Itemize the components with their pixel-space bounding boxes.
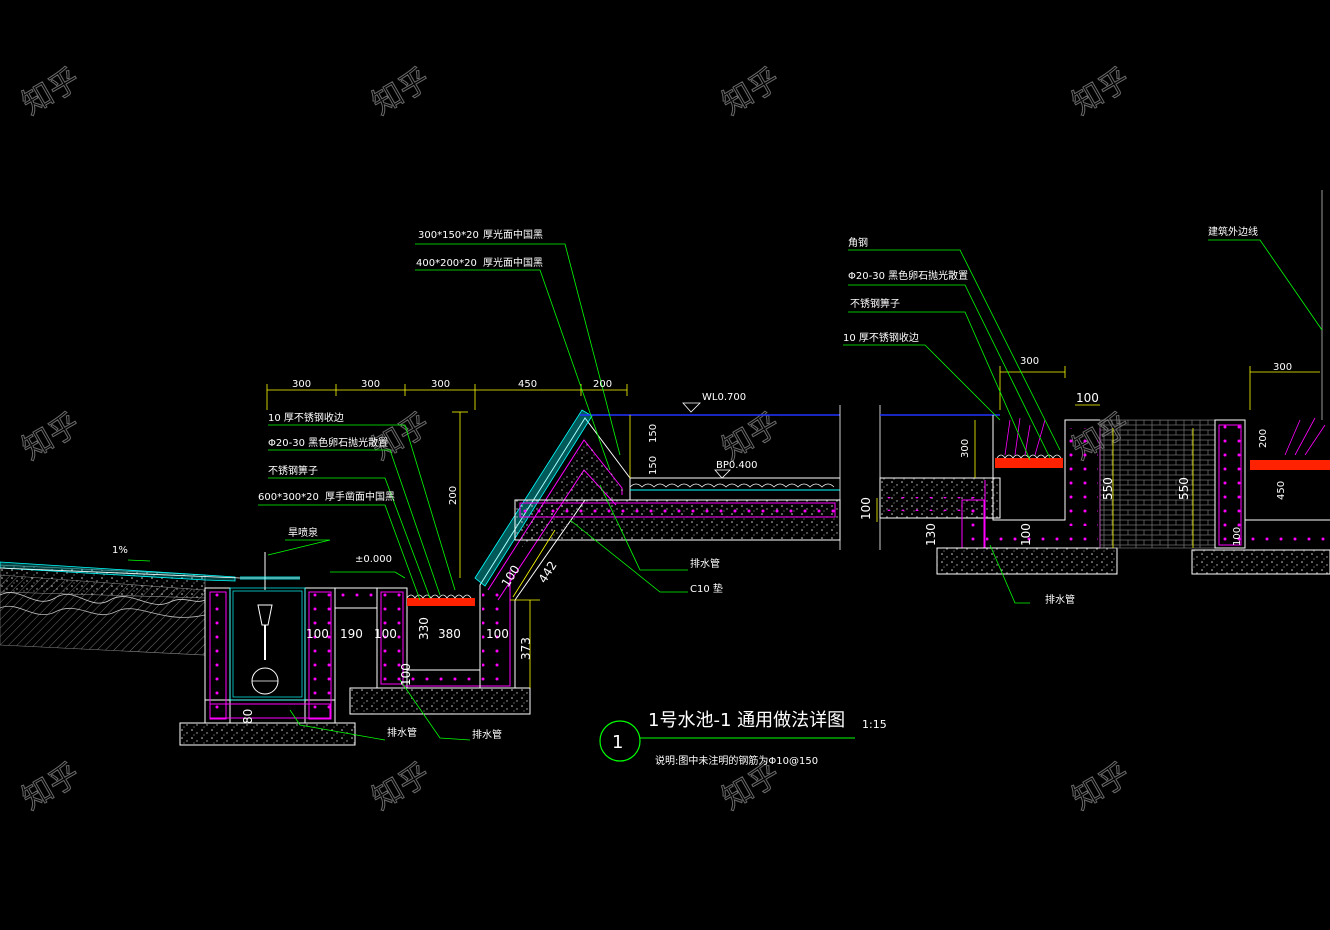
dim-100-c: 100	[486, 627, 509, 641]
watermark: 知乎	[367, 757, 436, 817]
dim-150-b: 150	[648, 456, 659, 475]
dim-100-right-h: 100	[859, 497, 873, 520]
watermark: 知乎	[17, 757, 86, 817]
central-channel	[334, 570, 531, 715]
label-drain-pipe-bottom-mid: 排水管	[472, 728, 502, 741]
watermark: 知乎	[17, 407, 86, 467]
drawing-scale: 1:15	[862, 718, 887, 731]
label-drain-pipe-bottom-left: 排水管	[387, 726, 417, 739]
drawing-title: 1号水池-1 通用做法详图	[648, 710, 845, 731]
dim-450: 450	[518, 379, 537, 390]
watermark: 知乎	[367, 62, 436, 122]
dim-100-right-bottom: 100	[1019, 523, 1033, 546]
drawing-note: 说明:图中未注明的钢筋为Φ10@150	[655, 754, 818, 767]
watermark: 知乎	[717, 62, 786, 122]
label-grate-right: 不锈钢箅子	[850, 297, 900, 310]
label-elevation-zero: ±0.000	[355, 554, 392, 565]
dim-373: 373	[519, 637, 533, 660]
dim-550-a: 550	[1101, 477, 1115, 500]
dim-300-right-vertical: 300	[960, 439, 971, 458]
watermark: 知乎	[367, 407, 436, 467]
watermark: 知乎	[17, 62, 86, 122]
dim-300-c: 300	[431, 379, 450, 390]
label-300x150: 300*150*20	[418, 230, 479, 241]
dim-300-right: 300	[1020, 356, 1039, 367]
label-drain-pipe-mid: 排水管	[690, 557, 720, 570]
dim-100-a: 100	[306, 627, 329, 641]
annotation-labels: 300*150*20 厚光面中国黑 400*200*20 厚光面中国黑 10 厚…	[258, 225, 1258, 741]
dim-200-vertical: 200	[448, 486, 459, 505]
label-pebble-left: Φ20-30 黑色卵石抛光散置	[268, 436, 388, 449]
leader-lines	[258, 239, 1323, 741]
dim-300-far-right: 300	[1273, 362, 1292, 373]
dim-100-b: 100	[374, 627, 397, 641]
detail-number-circle	[599, 720, 641, 762]
dim-100-far-right: 100	[1232, 527, 1243, 546]
slope-label: 1%	[112, 545, 128, 556]
fountain-pit	[179, 552, 356, 746]
label-pebble-right: Φ20-30 黑色卵石抛光散置	[848, 269, 968, 282]
dim-150-a: 150	[648, 424, 659, 443]
dim-450-far-right: 450	[1276, 481, 1287, 500]
dim-330: 330	[417, 617, 431, 640]
label-400x200-desc: 厚光面中国黑	[483, 256, 543, 269]
label-water-level: WL0.700	[702, 392, 746, 403]
dim-100-d: 100	[399, 663, 413, 686]
title-block: 1 1号水池-1 通用做法详图 1:15 说明:图中未注明的钢筋为Φ10@150	[599, 710, 887, 767]
right-section	[879, 190, 1330, 575]
label-600x300-desc: 厚手凿面中国黑	[325, 490, 395, 503]
sloped-wall	[474, 402, 841, 689]
label-400x200: 400*200*20	[416, 258, 477, 269]
label-drain-pipe-right: 排水管	[1045, 593, 1075, 606]
dim-200-far-right: 200	[1258, 429, 1269, 448]
detail-number: 1	[612, 732, 623, 753]
left-ground	[0, 561, 241, 656]
dim-442: 442	[536, 559, 560, 586]
label-pool-bottom: BP0.400	[716, 460, 758, 471]
dim-130: 130	[924, 523, 938, 546]
dimension-lines	[266, 366, 1320, 688]
label-grate-left: 不锈钢箅子	[268, 464, 318, 477]
label-steel-edge-left: 10 厚不锈钢收边	[268, 411, 344, 424]
label-building-outline: 建筑外边线	[1208, 225, 1258, 238]
watermark: 知乎	[1067, 757, 1136, 817]
dim-300-b: 300	[361, 379, 380, 390]
label-c10-cushion: C10 垫	[690, 582, 723, 595]
dim-300-a: 300	[292, 379, 311, 390]
label-angle-steel: 角钢	[848, 236, 868, 249]
dimension-values: 300 300 300 450 200 200 150 150 100 190 …	[241, 356, 1292, 724]
label-300x150-desc: 厚光面中国黑	[483, 228, 543, 241]
dim-80: 80	[241, 709, 255, 724]
label-dry-fountain: 旱喷泉	[288, 526, 318, 539]
label-600x300: 600*300*20	[258, 492, 319, 503]
dim-550-b: 550	[1177, 477, 1191, 500]
dim-190: 190	[340, 627, 363, 641]
dim-200-top: 200	[593, 379, 612, 390]
label-steel-edge-right: 10 厚不锈钢收边	[843, 331, 919, 344]
dim-380: 380	[438, 627, 461, 641]
dim-100-right-top: 100	[1076, 391, 1099, 405]
watermark: 知乎	[1067, 62, 1136, 122]
